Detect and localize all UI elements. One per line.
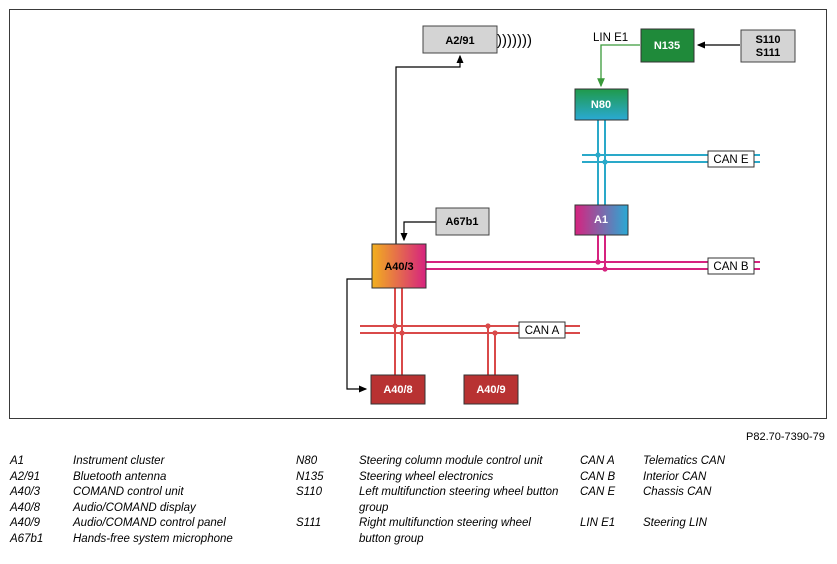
legend-item: A67b1 Hands-free system microphone: [10, 532, 273, 548]
label-a40-3: A40/3: [384, 261, 413, 273]
legend-key: CAN A: [580, 455, 615, 467]
legend-value: Audio/COMAND control panel: [73, 517, 226, 529]
legend-value: Telematics CAN: [643, 455, 726, 467]
legend-key: A2/91: [10, 470, 41, 483]
legend-item: CAN A Telematics CAN: [580, 454, 783, 470]
legend-item: A2/91 Bluetooth antenna: [10, 470, 273, 486]
legend-item: CAN B Interior CAN: [580, 470, 783, 486]
legend-value: COMAND control unit: [73, 486, 184, 498]
legend-item: S111 Right multifunction steering wheel b…: [296, 516, 559, 547]
svg-text:CAN A: CAN A: [525, 325, 560, 337]
legend-value: Bluetooth antenna: [73, 470, 167, 483]
legend-item: A40/9 Audio/COMAND control panel: [10, 516, 273, 532]
box-n80: N80: [574, 88, 629, 121]
box-a40-8: A40/8: [370, 374, 426, 405]
box-a40-3: A40/3: [371, 243, 427, 289]
legend-column-3: CAN A Telematics CAN CAN B Interior CAN CA…: [580, 454, 783, 532]
box-a2-91: A2/91: [422, 25, 498, 54]
label-s110: S110: [755, 34, 780, 46]
label-n135: N135: [654, 40, 680, 52]
box-s110-s111: S110 S111: [740, 29, 796, 63]
legend-item: LIN E1 Steering LIN: [580, 516, 783, 532]
figure-reference: P82.70-7390-79: [746, 431, 825, 443]
legend-item: A40/8 Audio/COMAND display: [10, 501, 273, 517]
legend-key: A1: [10, 455, 25, 467]
network-diagram: A2/91 ))))))) N135 S110 S111 N80 A1 A67b…: [346, 25, 796, 405]
svg-text:CAN E: CAN E: [713, 154, 748, 166]
black-connections: [346, 41, 740, 393]
legend-key: A40/8: [10, 501, 41, 514]
bus-label-can-a: CAN A: [518, 321, 566, 339]
legend-value: Steering wheel electronics: [359, 470, 494, 483]
legend-item: N80 Steering column module control unit: [296, 454, 559, 470]
legend-key: CAN E: [580, 486, 616, 498]
label-n80: N80: [591, 99, 611, 111]
box-a1: A1: [574, 204, 629, 236]
lin-e1-line: [597, 44, 640, 88]
legend-item: N135 Steering wheel electronics: [296, 470, 559, 486]
legend-item: S110 Left multifunction steering wheel bu…: [296, 485, 559, 516]
legend-value: Instrument cluster: [73, 455, 165, 467]
legend-key: A40/3: [10, 486, 41, 498]
legend-value: Steering LIN: [643, 517, 707, 529]
bus-label-can-b: CAN B: [707, 257, 755, 275]
legend-value: Interior CAN: [643, 470, 707, 483]
can-a-bus: [360, 288, 580, 378]
legend-key: LIN E1: [580, 517, 616, 529]
legend-key: S111: [296, 517, 322, 529]
label-a67b1: A67b1: [445, 216, 478, 228]
legend-key: S110: [296, 486, 323, 498]
svg-text:CAN B: CAN B: [713, 261, 748, 273]
label-a40-9: A40/9: [476, 384, 505, 396]
legend-key: N135: [296, 470, 324, 483]
legend-value: Hands-free system microphone: [73, 532, 233, 545]
box-n135: N135: [640, 28, 695, 63]
can-b-bus: [426, 234, 760, 272]
bus-label-lin-e1: LIN E1: [593, 32, 628, 44]
legend-value: Right multifunction steering wheel butto…: [359, 517, 531, 545]
svg-text:LIN E1: LIN E1: [593, 32, 628, 44]
legend-key: A40/9: [10, 517, 41, 529]
legend-column-1: A1 Instrument cluster A2/91 Bluetooth ante…: [10, 454, 273, 547]
legend-key: N80: [296, 455, 318, 467]
label-a1: A1: [594, 214, 608, 226]
legend-key: CAN B: [580, 470, 616, 483]
bluetooth-waves-icon: ))))))): [497, 32, 532, 49]
legend-item: A40/3 COMAND control unit: [10, 485, 273, 501]
label-a2-91: A2/91: [445, 35, 474, 47]
legend-value: Audio/COMAND display: [73, 501, 196, 514]
legend-item: CAN E Chassis CAN: [580, 485, 783, 501]
legend-value: Steering column module control unit: [359, 455, 543, 467]
legend-key: A67b1: [10, 532, 44, 545]
bus-label-can-e: CAN E: [707, 150, 755, 168]
diagram-frame: [9, 9, 827, 419]
legend-value: Chassis CAN: [643, 486, 712, 498]
legend-column-2: N80 Steering column module control unit N…: [296, 454, 559, 547]
legend-value: Left multifunction steering wheel button…: [359, 486, 559, 514]
legend-item: A1 Instrument cluster: [10, 454, 273, 470]
label-s111: S111: [756, 47, 780, 59]
box-a67b1: A67b1: [435, 207, 490, 236]
label-a40-8: A40/8: [383, 384, 412, 396]
box-a40-9: A40/9: [463, 374, 519, 405]
